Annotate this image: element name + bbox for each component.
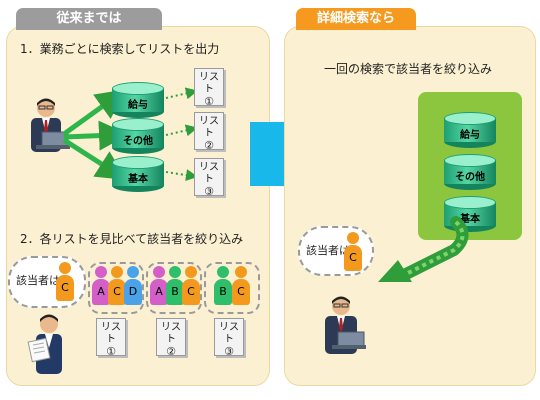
left-bubble-label: 該当者は bbox=[16, 274, 60, 287]
db-sonota-right: その他 bbox=[444, 154, 496, 190]
pawn-g2-c: C bbox=[182, 266, 200, 305]
arrow-to-db-1 bbox=[62, 89, 124, 137]
pawn-g1-c: C bbox=[108, 266, 126, 305]
db-kyuyo-right: 給与 bbox=[444, 112, 496, 148]
group-list-2 bbox=[146, 262, 202, 314]
businessman-right-icon bbox=[325, 296, 366, 354]
reading-person-icon bbox=[27, 314, 62, 374]
db-to-list-arrows bbox=[165, 87, 198, 182]
step1-heading: 1．業務ごとに検索してリストを出力 bbox=[20, 42, 220, 56]
arrow-to-db-2 bbox=[63, 120, 124, 151]
db-kihon-left: 基本 bbox=[112, 156, 164, 192]
db-kyuyo-left: 給与 bbox=[112, 82, 164, 118]
pawn-g2-a: A bbox=[150, 266, 168, 305]
businessman-icon bbox=[31, 98, 70, 152]
left-bubble-pawn-c: C bbox=[56, 262, 74, 301]
right-tab: 詳細検索なら bbox=[296, 8, 416, 30]
arrow-to-db-3 bbox=[62, 137, 124, 181]
pawn-g2-b: B bbox=[166, 266, 184, 305]
pawn-g1-d: D bbox=[124, 266, 142, 305]
pawn-g3-c: C bbox=[232, 266, 250, 305]
right-bubble-pawn-c: C bbox=[344, 232, 362, 271]
result-return-arrow bbox=[378, 216, 469, 282]
pawn-g1-a: A bbox=[92, 266, 110, 305]
step2-heading: 2．各リストを見比べて該当者を絞り込み bbox=[20, 232, 244, 246]
group-list-1 bbox=[88, 262, 144, 314]
left-tab: 従来までは bbox=[16, 8, 162, 30]
group-list-3 bbox=[204, 262, 260, 314]
left-fan-arrows bbox=[62, 89, 124, 181]
db-sonota-left: その他 bbox=[112, 118, 164, 154]
right-bubble-label: 該当者は bbox=[306, 244, 350, 257]
right-heading: 一回の検索で該当者を絞り込み bbox=[324, 62, 493, 76]
pawn-g3-b: B bbox=[214, 266, 232, 305]
